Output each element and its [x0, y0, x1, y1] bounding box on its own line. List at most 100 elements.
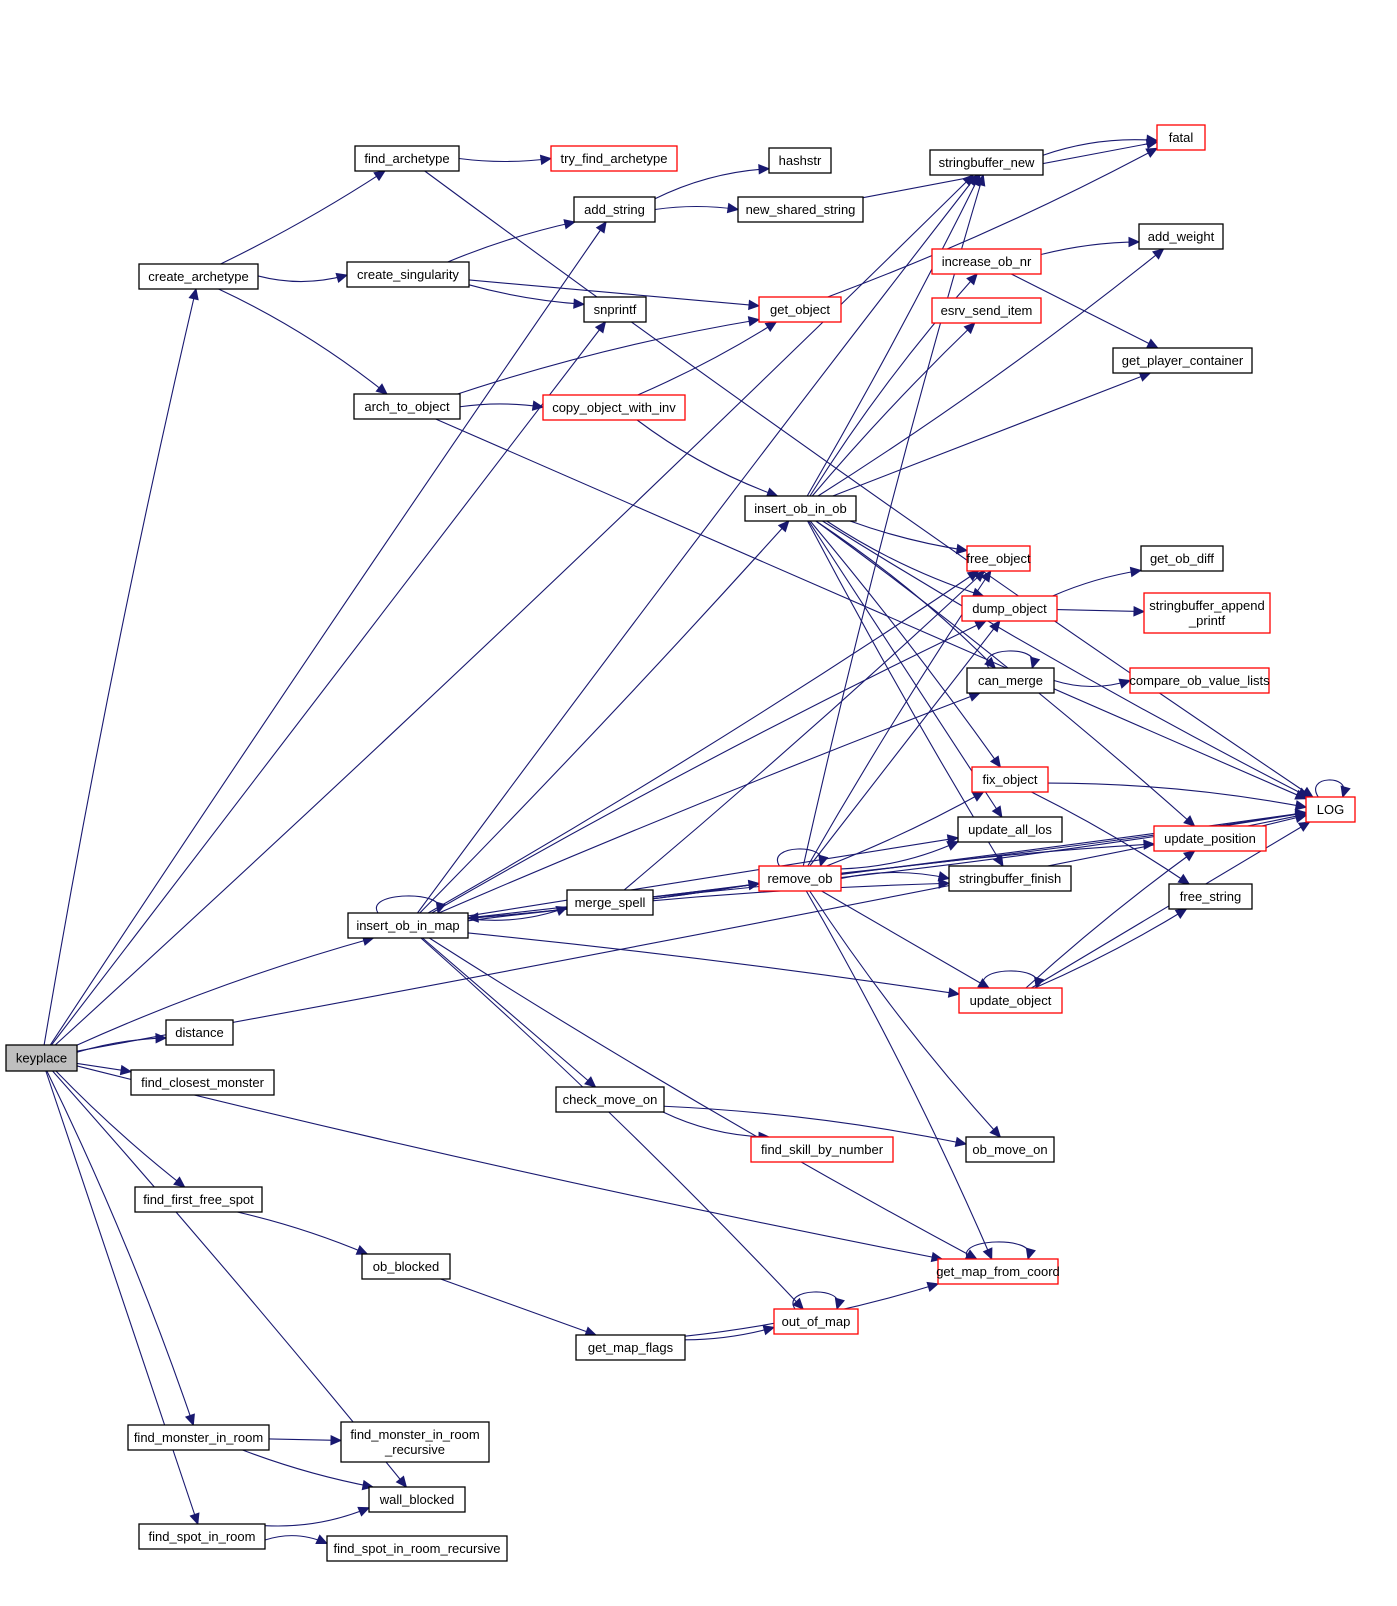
node-find_spot_in_room_recursive[interactable]: find_spot_in_room_recursive: [326, 1535, 508, 1562]
arrowhead-icon: [975, 173, 986, 187]
edge-fix_object-to-free_string: [1031, 791, 1191, 885]
node-wall_blocked[interactable]: wall_blocked: [368, 1486, 466, 1513]
node-find_skill_by_number[interactable]: find_skill_by_number: [750, 1136, 894, 1163]
node-find_closest_monster[interactable]: find_closest_monster: [130, 1069, 275, 1096]
node-ob_move_on[interactable]: ob_move_on: [965, 1136, 1055, 1163]
node-label: _recursive: [384, 1442, 445, 1457]
node-hashstr[interactable]: hashstr: [768, 147, 832, 174]
edge-line: [654, 168, 770, 200]
node-out_of_map[interactable]: out_of_map: [773, 1308, 859, 1335]
node-label: compare_ob_value_lists: [1129, 673, 1270, 688]
node-find_archetype[interactable]: find_archetype: [354, 145, 460, 172]
node-esrv_send_item[interactable]: esrv_send_item: [931, 297, 1042, 324]
node-stringbuffer_finish[interactable]: stringbuffer_finish: [948, 865, 1072, 892]
node-stringbuffer_append_printf[interactable]: stringbuffer_append_printf: [1143, 592, 1271, 634]
node-dump_object[interactable]: dump_object: [961, 595, 1058, 622]
node-get_map_flags[interactable]: get_map_flags: [575, 1334, 686, 1361]
node-box: [566, 889, 654, 916]
node-find_monster_in_room_recursive[interactable]: find_monster_in_room_recursive: [340, 1421, 490, 1463]
node-get_object[interactable]: get_object: [758, 296, 842, 323]
node-find_monster_in_room[interactable]: find_monster_in_room: [127, 1424, 270, 1451]
node-box: [1112, 347, 1253, 374]
node-create_singularity[interactable]: create_singularity: [346, 261, 470, 288]
arrowhead-icon: [834, 1297, 845, 1311]
arrowhead-icon: [947, 987, 961, 998]
node-box: [353, 393, 461, 420]
node-box: [138, 1523, 266, 1550]
node-find_first_free_spot[interactable]: find_first_free_spot: [134, 1186, 263, 1213]
node-fix_object[interactable]: fix_object: [971, 766, 1049, 793]
node-arch_to_object[interactable]: arch_to_object: [353, 393, 461, 420]
node-add_string[interactable]: add_string: [573, 196, 656, 223]
edge-insert_ob_in_map-to-stringbuffer_finish: [467, 878, 951, 922]
edge-get_object-to-fatal: [827, 147, 1159, 298]
node-copy_object_with_inv[interactable]: copy_object_with_inv: [542, 394, 686, 421]
node-label: out_of_map: [782, 1314, 851, 1329]
edge-line: [431, 620, 987, 914]
edge-dump_object-to-get_ob_diff: [1052, 566, 1143, 597]
edge-line: [76, 813, 1307, 1052]
edge-can_merge-to-compare_ob_value_lists: [1053, 678, 1132, 689]
arrowhead-icon: [531, 400, 545, 411]
edge-remove_ob-to-remove_ob: [776, 848, 829, 868]
node-check_move_on[interactable]: check_move_on: [555, 1086, 665, 1113]
edge-find_first_free_spot-to-ob_blocked: [237, 1211, 369, 1255]
node-LOG[interactable]: LOG: [1305, 796, 1356, 823]
edge-create_singularity-to-snprintf: [468, 284, 586, 309]
node-remove_ob[interactable]: remove_ob: [758, 865, 842, 892]
node-box: [354, 145, 460, 172]
edge-remove_ob-to-dump_object: [809, 620, 1001, 867]
node-free_string[interactable]: free_string: [1168, 883, 1253, 910]
node-insert_ob_in_map[interactable]: insert_ob_in_map: [347, 912, 469, 939]
node-merge_spell[interactable]: merge_spell: [566, 889, 654, 916]
node-get_map_from_coord[interactable]: get_map_from_coord: [936, 1258, 1060, 1285]
arrowhead-icon: [980, 569, 992, 583]
node-get_ob_diff[interactable]: get_ob_diff: [1140, 545, 1224, 572]
arrowhead-icon: [1152, 248, 1165, 260]
node-box: [127, 1424, 270, 1451]
arrowhead-icon: [1128, 236, 1141, 248]
node-update_position[interactable]: update_position: [1153, 825, 1267, 852]
edge-get_map_from_coord-to-get_map_from_coord: [965, 1241, 1036, 1261]
node-update_object[interactable]: update_object: [958, 987, 1063, 1014]
arrowhead-icon: [777, 520, 790, 533]
node-label: arch_to_object: [364, 399, 450, 414]
node-box: [575, 1334, 686, 1361]
node-box: [929, 149, 1044, 176]
arrowhead-icon: [1177, 873, 1191, 885]
edge-line: [822, 520, 1309, 798]
node-free_object[interactable]: free_object: [966, 545, 1031, 572]
node-label: add_weight: [1148, 229, 1215, 244]
node-find_spot_in_room[interactable]: find_spot_in_room: [138, 1523, 266, 1550]
node-stringbuffer_new[interactable]: stringbuffer_new: [929, 149, 1044, 176]
arrowhead-icon: [973, 570, 986, 583]
node-compare_ob_value_lists[interactable]: compare_ob_value_lists: [1129, 667, 1270, 694]
node-fatal[interactable]: fatal: [1156, 124, 1206, 151]
node-label: wall_blocked: [379, 1492, 454, 1507]
node-snprintf[interactable]: snprintf: [583, 296, 647, 323]
edge-line: [1052, 569, 1142, 597]
arrowhead-icon: [984, 656, 997, 669]
node-box: [1153, 825, 1267, 852]
node-add_weight[interactable]: add_weight: [1138, 223, 1224, 250]
node-try_find_archetype[interactable]: try_find_archetype: [550, 145, 678, 172]
node-create_archetype[interactable]: create_archetype: [138, 263, 259, 290]
node-box: [971, 766, 1049, 793]
node-update_all_los[interactable]: update_all_los: [957, 816, 1063, 843]
node-box: [750, 1136, 894, 1163]
arrowhead-icon: [1118, 678, 1132, 689]
node-distance[interactable]: distance: [165, 1019, 234, 1046]
edge-get_map_flags-to-out_of_map: [684, 1325, 776, 1341]
edge-line: [849, 520, 968, 552]
edge-line: [1042, 139, 1158, 156]
node-insert_ob_in_ob[interactable]: insert_ob_in_ob: [744, 495, 857, 522]
node-box: [5, 1044, 78, 1072]
edge-merge_spell-to-remove_ob: [652, 879, 761, 898]
node-keyplace[interactable]: keyplace: [5, 1044, 78, 1072]
node-increase_ob_nr[interactable]: increase_ob_nr: [931, 248, 1042, 275]
node-new_shared_string[interactable]: new_shared_string: [737, 196, 864, 223]
node-ob_blocked[interactable]: ob_blocked: [361, 1253, 451, 1280]
node-get_player_container[interactable]: get_player_container: [1112, 347, 1253, 374]
arrowhead-icon: [1025, 1247, 1036, 1261]
node-can_merge[interactable]: can_merge: [966, 667, 1055, 694]
